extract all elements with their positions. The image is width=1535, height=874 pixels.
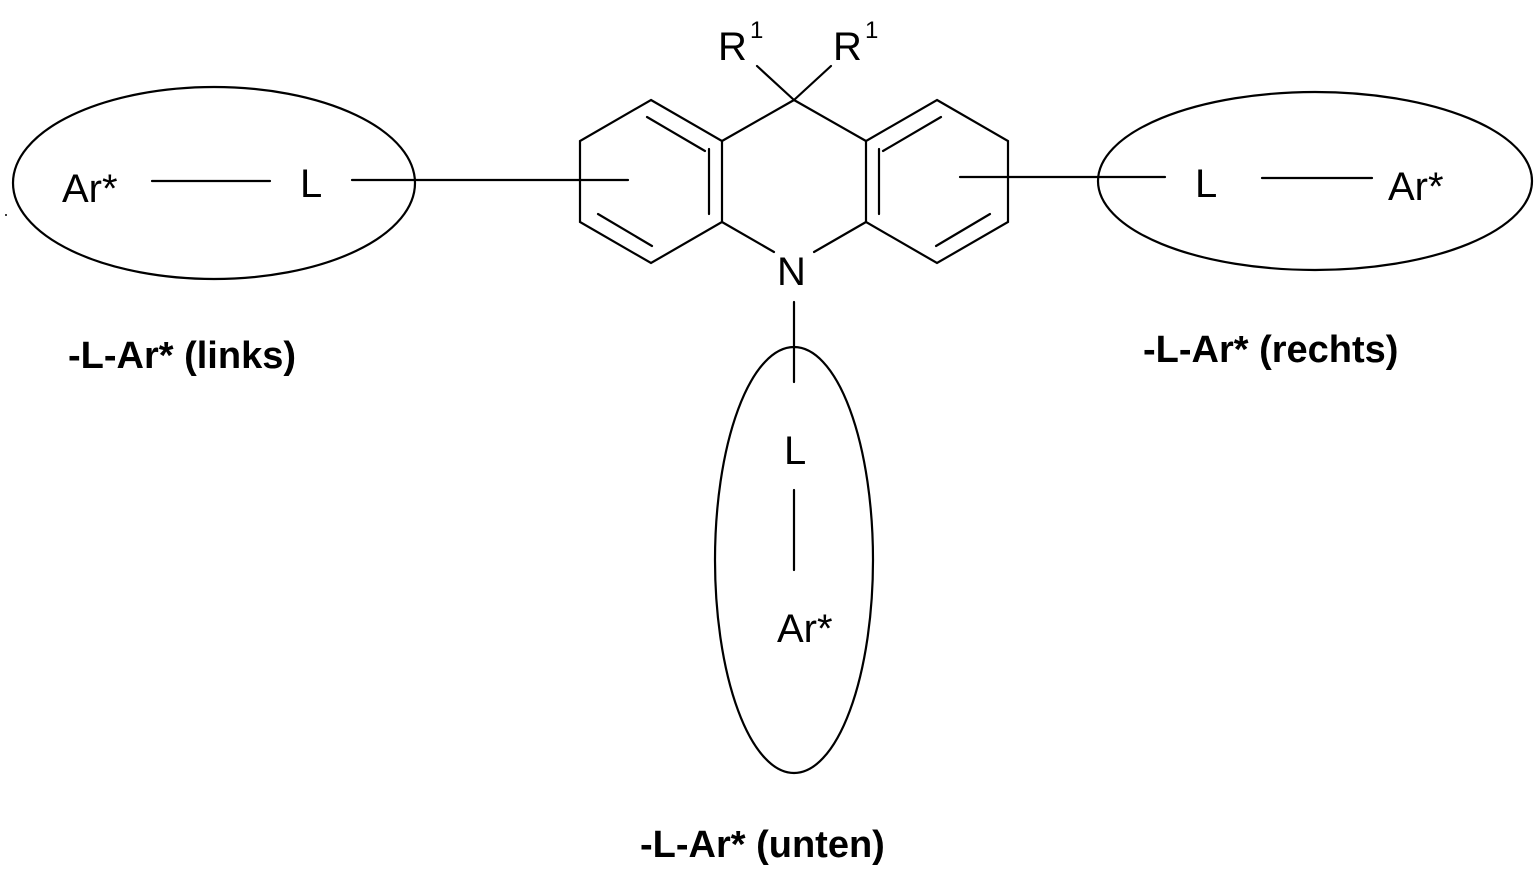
left-group-ar-label: Ar* bbox=[62, 167, 118, 211]
bond-n-left bbox=[722, 222, 774, 252]
core-skeleton bbox=[580, 66, 1008, 263]
right-group-ar-label: Ar* bbox=[1388, 165, 1444, 209]
left-group-l-label: L bbox=[300, 162, 322, 206]
right-substituent-group: L Ar* bbox=[960, 92, 1532, 270]
right-group-caption: -L-Ar* (rechts) bbox=[1143, 329, 1398, 371]
r1-left-label: R bbox=[718, 25, 747, 69]
left-ring-inner-bond-bottom bbox=[598, 214, 652, 246]
left-benzene-ring bbox=[580, 100, 722, 263]
right-ring-inner-bond-bottom bbox=[936, 214, 990, 246]
right-group-ellipse bbox=[1098, 92, 1532, 270]
bond-c9-right bbox=[794, 100, 866, 141]
left-substituent-group: Ar* L bbox=[13, 87, 628, 279]
right-benzene-ring bbox=[866, 100, 1008, 263]
bond-c9-left bbox=[722, 100, 794, 141]
r1-right-superscript: 1 bbox=[865, 17, 878, 44]
right-group-l-label: L bbox=[1195, 162, 1217, 206]
bond-r1-right bbox=[794, 66, 831, 100]
bottom-group-ar-label: Ar* bbox=[777, 607, 833, 651]
bottom-group-l-label: L bbox=[784, 429, 806, 473]
bottom-substituent-group: L Ar* bbox=[715, 302, 873, 773]
nitrogen-label: N bbox=[777, 250, 806, 294]
bond-n-right bbox=[814, 222, 866, 252]
bottom-group-caption: -L-Ar* (unten) bbox=[640, 824, 885, 866]
left-group-caption: -L-Ar* (links) bbox=[68, 335, 296, 377]
left-ring-inner-bond-top bbox=[647, 117, 705, 151]
r1-right-label: R bbox=[833, 25, 862, 69]
scan-speck bbox=[5, 214, 7, 216]
bond-r1-left bbox=[757, 66, 794, 100]
r1-left-superscript: 1 bbox=[750, 17, 763, 44]
right-ring-inner-bond-top bbox=[883, 117, 941, 151]
